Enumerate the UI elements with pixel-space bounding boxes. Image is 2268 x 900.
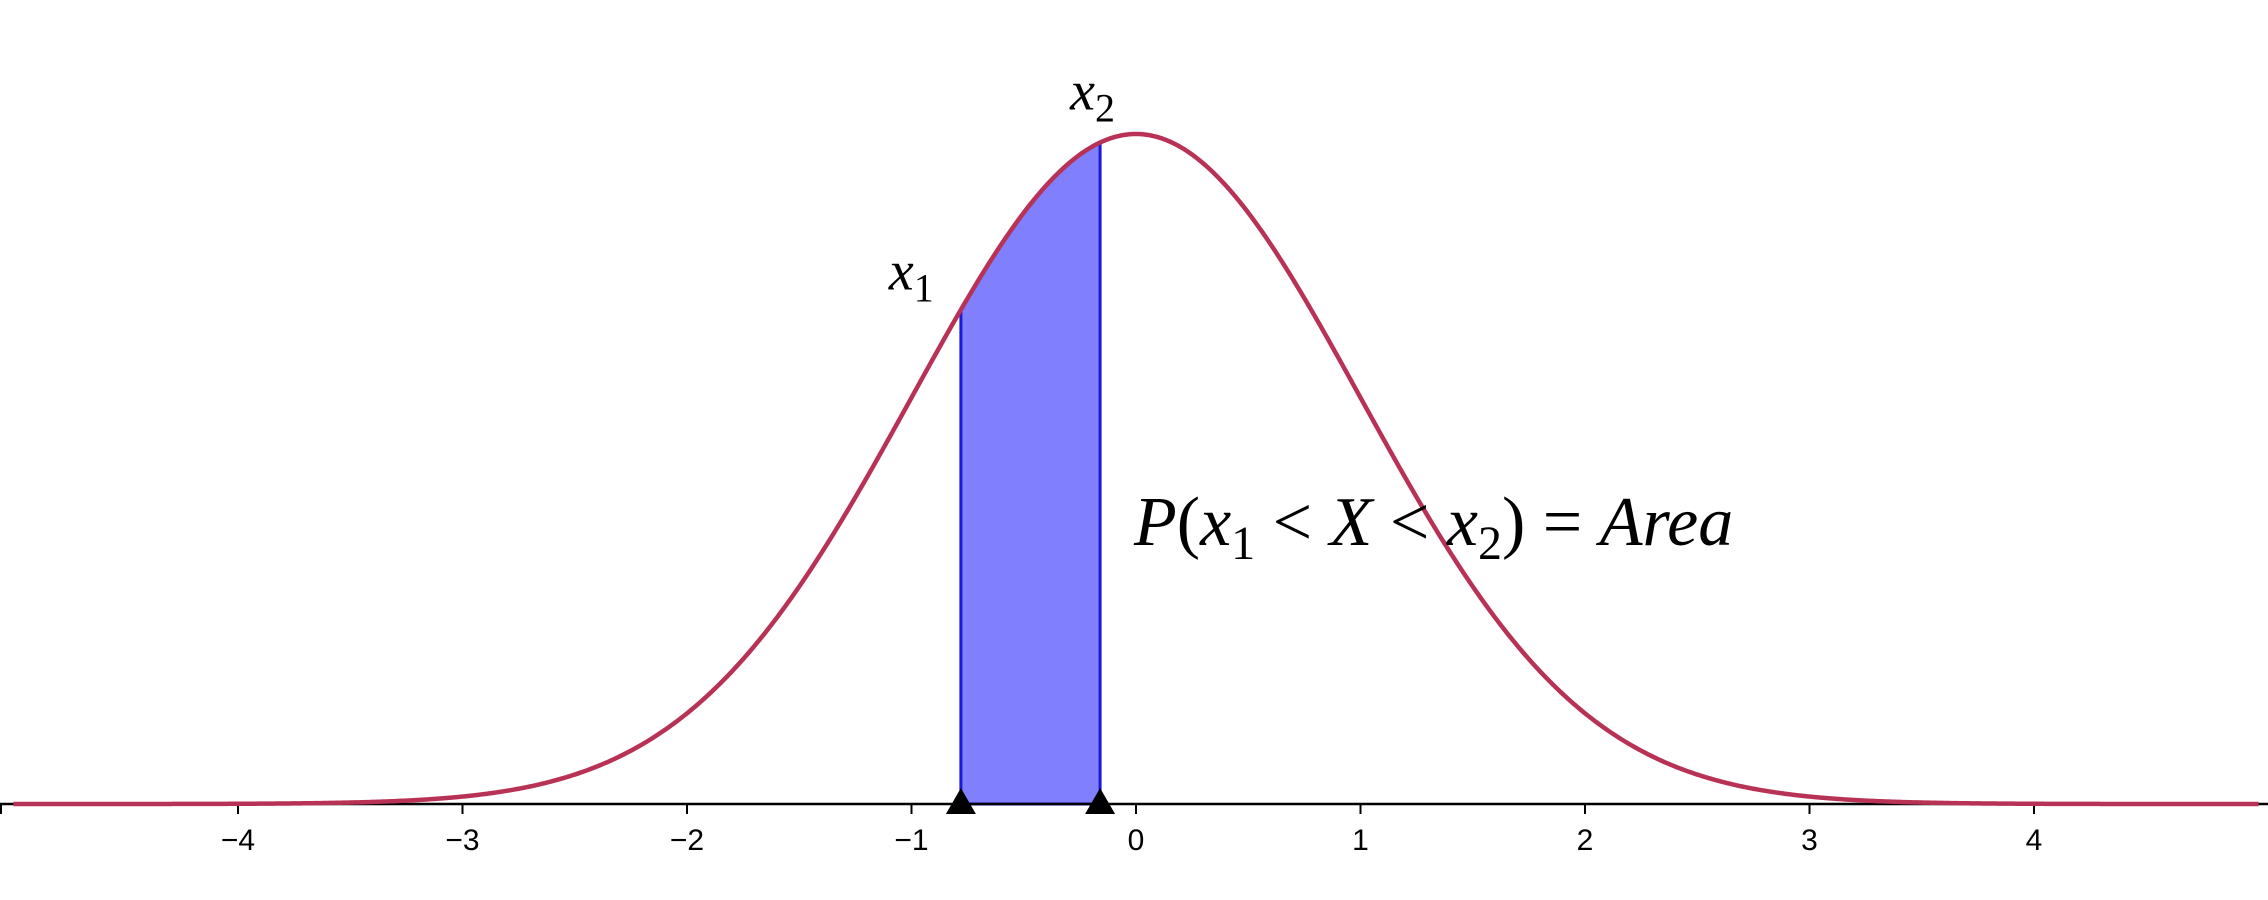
x-axis-tick-label: 0 bbox=[1128, 824, 1145, 857]
x-axis-tick-label: 1 bbox=[1352, 824, 1369, 857]
formula-area: Area bbox=[1596, 484, 1733, 561]
x2-point-marker[interactable] bbox=[1085, 788, 1116, 814]
formula-close-paren: ) bbox=[1502, 484, 1525, 561]
formula-random-variable: X bbox=[1327, 484, 1376, 561]
formula-open-paren: ( bbox=[1177, 484, 1200, 561]
formula-less-than-2: < bbox=[1372, 484, 1446, 561]
x-axis-tick-label: −4 bbox=[221, 824, 255, 857]
x2-label: x2 bbox=[1069, 61, 1115, 131]
x-axis-tick-label: −1 bbox=[894, 824, 928, 857]
x1-label-subscript: 1 bbox=[914, 266, 934, 311]
formula-x1-sub: 1 bbox=[1231, 517, 1255, 570]
x-axis-tick-label: −3 bbox=[445, 824, 479, 857]
formula-x2-sub: 2 bbox=[1478, 517, 1502, 570]
x-axis-tick-label: 4 bbox=[2026, 824, 2043, 857]
formula-p: P bbox=[1133, 484, 1177, 561]
x-axis-tick-label: 2 bbox=[1577, 824, 1594, 857]
formula-x2-var: x bbox=[1446, 484, 1478, 561]
formula-x1-var: x bbox=[1199, 484, 1231, 561]
x-axis-tick-label: −2 bbox=[670, 824, 704, 857]
x2-label-subscript: 2 bbox=[1095, 86, 1115, 131]
normal-density-curve bbox=[13, 131, 2259, 807]
x1-label: x1 bbox=[888, 241, 934, 311]
formula-less-than-1: < bbox=[1255, 484, 1329, 561]
x-axis-tick-label: 3 bbox=[1801, 824, 1818, 857]
x-axis-tick-labels: −4 −3 −2 −1 0 1 2 3 4 bbox=[221, 824, 2042, 857]
x2-label-var: x bbox=[1069, 61, 1095, 123]
x1-label-var: x bbox=[888, 241, 914, 303]
probability-area-shading bbox=[959, 141, 1102, 806]
x1-point-marker[interactable] bbox=[945, 788, 976, 814]
formula-equals: = bbox=[1525, 484, 1599, 561]
probability-formula: P(x1 < X < x2) = Area bbox=[1133, 484, 1733, 570]
